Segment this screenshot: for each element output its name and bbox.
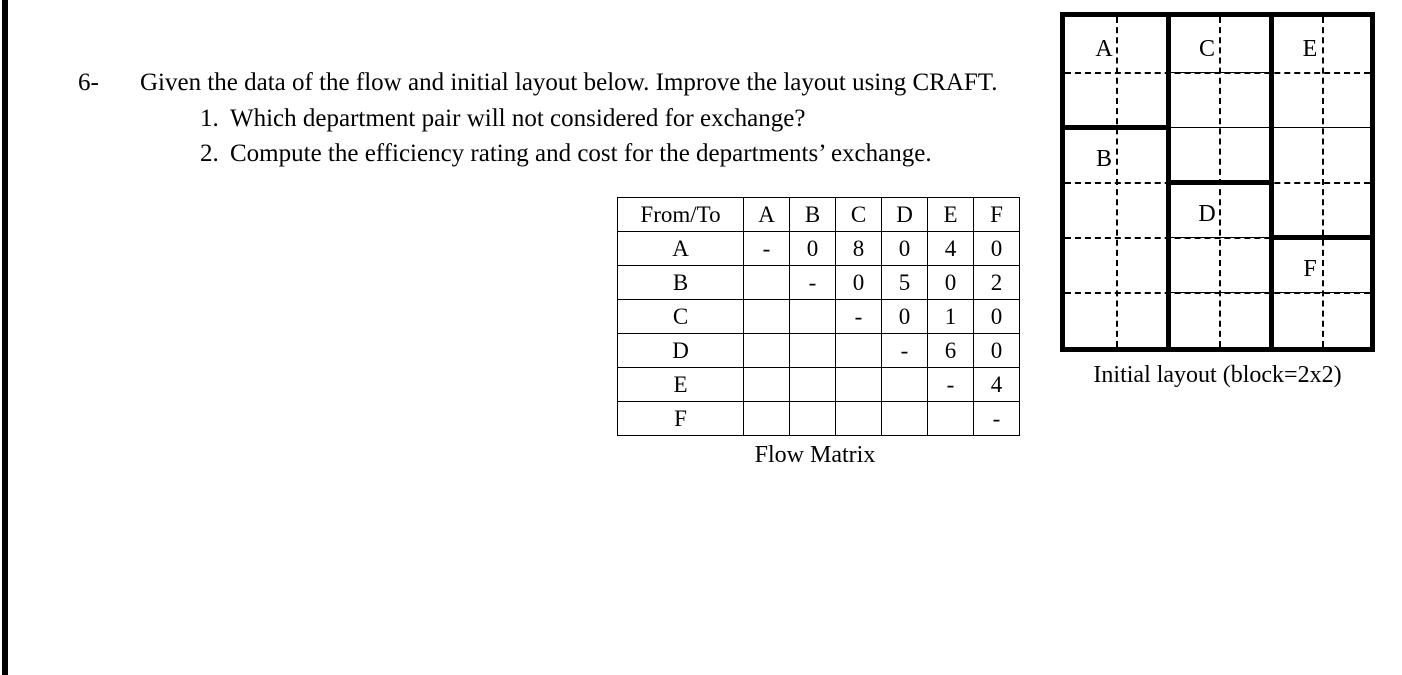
cell-b-f: 2: [973, 265, 1020, 300]
row-header-e: E: [617, 367, 744, 402]
cell-f-d: [881, 401, 928, 436]
dept-label-f: F: [1303, 256, 1317, 282]
grid-hline-thin-c-1: [1168, 72, 1269, 73]
dept-label-d: D: [1198, 201, 1216, 227]
cell-c-e: 1: [927, 299, 974, 334]
layout-grid: A B C D E F: [1060, 12, 1375, 352]
sub-item-2-text: Compute the efficiency rating and cost f…: [230, 140, 932, 167]
table-row: D - 6 0: [617, 333, 1020, 368]
cell-b-e: 0: [927, 265, 974, 300]
page-scan-edge-bar: [2, 0, 8, 675]
cell-d-c: [835, 333, 882, 368]
column-header-d: D: [881, 197, 928, 232]
row-header-c: C: [617, 299, 744, 334]
dept-label-a: A: [1095, 36, 1113, 62]
grid-hline-thin-e-1: [1271, 127, 1370, 128]
matrix-corner-label: From/To: [617, 197, 744, 232]
row-header-b: B: [617, 265, 744, 300]
cell-c-f: 0: [973, 299, 1020, 334]
sub-item-2-marker: 2.: [200, 140, 219, 167]
cell-f-f: -: [973, 401, 1020, 436]
sub-item-1-text: Which department pair will not considere…: [230, 105, 806, 132]
dept-boundary-c-d: [1166, 180, 1272, 185]
column-header-e: E: [927, 197, 974, 232]
sub-item-1: 1. Which department pair will not consid…: [200, 101, 1135, 136]
dept-label-e: E: [1302, 36, 1318, 62]
table-row: B - 0 5 0 2: [617, 265, 1020, 300]
cell-b-c: 0: [835, 265, 882, 300]
sub-item-2: 2. Compute the efficiency rating and cos…: [200, 136, 1135, 171]
cell-b-b: -: [789, 265, 836, 300]
cell-a-b: 0: [789, 231, 836, 266]
cell-a-d: 0: [881, 231, 928, 266]
cell-e-d: [881, 367, 928, 402]
row-header-d: D: [617, 333, 744, 368]
cell-c-a: [743, 299, 790, 334]
question-lead-text: Given the data of the flow and initial l…: [140, 69, 998, 96]
table-row: C - 0 1 0: [617, 299, 1020, 334]
cell-e-c: [835, 367, 882, 402]
cell-a-a: -: [743, 231, 790, 266]
cell-f-e: [927, 401, 974, 436]
column-header-a: A: [743, 197, 790, 232]
column-header-b: B: [789, 197, 836, 232]
initial-layout-figure: A B C D E F Initial layout (block=2x2): [1060, 12, 1375, 390]
cell-a-c: 8: [835, 231, 882, 266]
grid-hline-dashed-1: [1065, 72, 1370, 74]
question-sub-list: 1. Which department pair will not consid…: [140, 101, 1135, 171]
dept-label-c: C: [1198, 36, 1215, 62]
cell-b-a: [743, 265, 790, 300]
cell-c-d: 0: [881, 299, 928, 334]
dept-boundary-e-f: [1269, 235, 1370, 240]
layout-grid-lines: [1065, 17, 1370, 347]
question-number: 6-: [78, 69, 99, 96]
grid-hline-thin-d-1: [1168, 237, 1269, 238]
dept-label-b: B: [1095, 146, 1112, 172]
grid-vline-dashed-5: [1322, 17, 1324, 347]
grid-hline-dashed-5: [1065, 292, 1370, 294]
cell-c-b: [789, 299, 836, 334]
flow-matrix-table: From/To A B C D E F A - 0 8 0 4 0 B -: [617, 197, 1020, 436]
cell-d-a: [743, 333, 790, 368]
dept-boundary-a-b: [1065, 125, 1169, 130]
cell-c-c: -: [835, 299, 882, 334]
initial-layout-caption: Initial layout (block=2x2): [1093, 362, 1342, 388]
flow-matrix-body: From/To A B C D E F A - 0 8 0 4 0 B -: [617, 197, 1020, 436]
row-header-a: A: [617, 231, 744, 266]
grid-hline-thin-f-1: [1271, 292, 1370, 293]
question-block: 6- Given the data of the flow and initia…: [78, 66, 997, 171]
cell-a-f: 0: [973, 231, 1020, 266]
column-header-f: F: [973, 197, 1020, 232]
table-header-row: From/To A B C D E F: [617, 197, 1020, 232]
cell-e-f: 4: [973, 367, 1020, 402]
table-row: F -: [617, 401, 1020, 436]
question-main-row: 6- Given the data of the flow and initia…: [78, 66, 997, 171]
grid-vline-dashed-1: [1116, 17, 1118, 347]
grid-hline-thin-c-2: [1168, 127, 1269, 128]
cell-d-b: [789, 333, 836, 368]
cell-d-e: 6: [927, 333, 974, 368]
cell-f-b: [789, 401, 836, 436]
table-row: E - 4: [617, 367, 1020, 402]
cell-b-d: 5: [881, 265, 928, 300]
grid-hline-thin-d-2: [1168, 292, 1269, 293]
cell-e-b: [789, 367, 836, 402]
cell-d-f: 0: [973, 333, 1020, 368]
sub-item-1-marker: 1.: [200, 105, 219, 132]
flow-matrix-figure: From/To A B C D E F A - 0 8 0 4 0 B -: [617, 197, 1020, 470]
cell-f-a: [743, 401, 790, 436]
grid-hline-dashed-4: [1065, 237, 1370, 239]
cell-e-e: -: [927, 367, 974, 402]
cell-e-a: [743, 367, 790, 402]
cell-f-c: [835, 401, 882, 436]
cell-a-e: 4: [927, 231, 974, 266]
flow-matrix-caption: Flow Matrix: [754, 442, 876, 468]
column-header-c: C: [835, 197, 882, 232]
table-row: A - 0 8 0 4 0: [617, 231, 1020, 266]
row-header-f: F: [617, 401, 744, 436]
cell-d-d: -: [881, 333, 928, 368]
